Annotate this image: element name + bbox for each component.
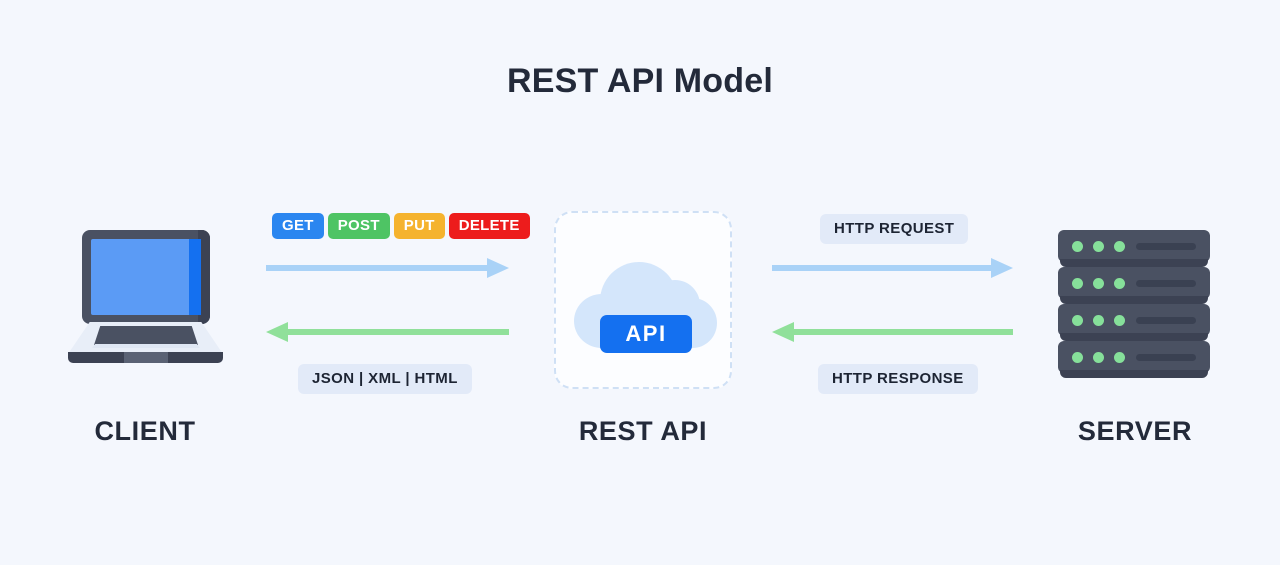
page-title: REST API Model — [506, 62, 773, 100]
arrow-head-left — [772, 322, 794, 342]
arrow-head-left — [266, 322, 288, 342]
server-led — [1072, 315, 1083, 326]
arrow-client-to-api — [266, 258, 509, 278]
laptop-lid — [82, 230, 210, 324]
laptop-lid-shadow — [198, 230, 210, 324]
server-rack-unit — [1058, 304, 1210, 341]
server-bar — [1136, 317, 1196, 324]
server-rack-icon — [1058, 230, 1210, 378]
arrow-api-to-server — [772, 258, 1013, 278]
server-rack-unit — [1058, 230, 1210, 267]
laptop-screen — [91, 239, 201, 315]
method-badge-get[interactable]: GET — [272, 213, 324, 239]
rest-api-label: REST API — [578, 416, 708, 446]
server-led — [1072, 352, 1083, 363]
method-badge-put[interactable]: PUT — [393, 213, 445, 239]
method-badge-post[interactable]: POST — [327, 213, 390, 239]
http-request-label: HTTP REQUEST — [820, 214, 969, 244]
rest-api-box: API — [554, 211, 732, 389]
client-label: CLIENT — [94, 416, 196, 446]
server-led — [1114, 315, 1125, 326]
server-led — [1114, 278, 1125, 289]
api-chip[interactable]: API — [600, 315, 692, 353]
laptop-deck-line — [92, 344, 200, 348]
laptop-screen-edge — [189, 239, 201, 315]
http-method-badges: GET POST PUT DELETE — [272, 213, 530, 239]
server-led — [1114, 241, 1125, 252]
server-rack-unit — [1058, 341, 1210, 378]
server-led — [1093, 352, 1104, 363]
http-response-label: HTTP RESPONSE — [818, 364, 978, 394]
server-led — [1072, 278, 1083, 289]
server-bar — [1136, 280, 1196, 287]
arrow-api-to-client — [266, 322, 509, 342]
server-label: SERVER — [1077, 416, 1193, 446]
laptop-keyboard-deck — [94, 326, 198, 345]
server-led — [1093, 315, 1104, 326]
method-badge-delete[interactable]: DELETE — [448, 213, 530, 239]
server-led — [1114, 352, 1125, 363]
server-rack-unit — [1058, 267, 1210, 304]
server-bar — [1136, 354, 1196, 361]
laptop-icon — [68, 230, 223, 370]
arrow-shaft — [794, 329, 1013, 335]
arrow-shaft — [772, 265, 991, 271]
arrow-head-right — [991, 258, 1013, 278]
arrow-server-to-api — [772, 322, 1013, 342]
arrow-shaft — [288, 329, 509, 335]
arrow-shaft — [266, 265, 487, 271]
server-bar — [1136, 243, 1196, 250]
server-led — [1072, 241, 1083, 252]
arrow-head-right — [487, 258, 509, 278]
data-formats-label: JSON | XML | HTML — [298, 364, 472, 394]
server-led — [1093, 241, 1104, 252]
laptop-trackpad — [124, 352, 168, 363]
server-led — [1093, 278, 1104, 289]
